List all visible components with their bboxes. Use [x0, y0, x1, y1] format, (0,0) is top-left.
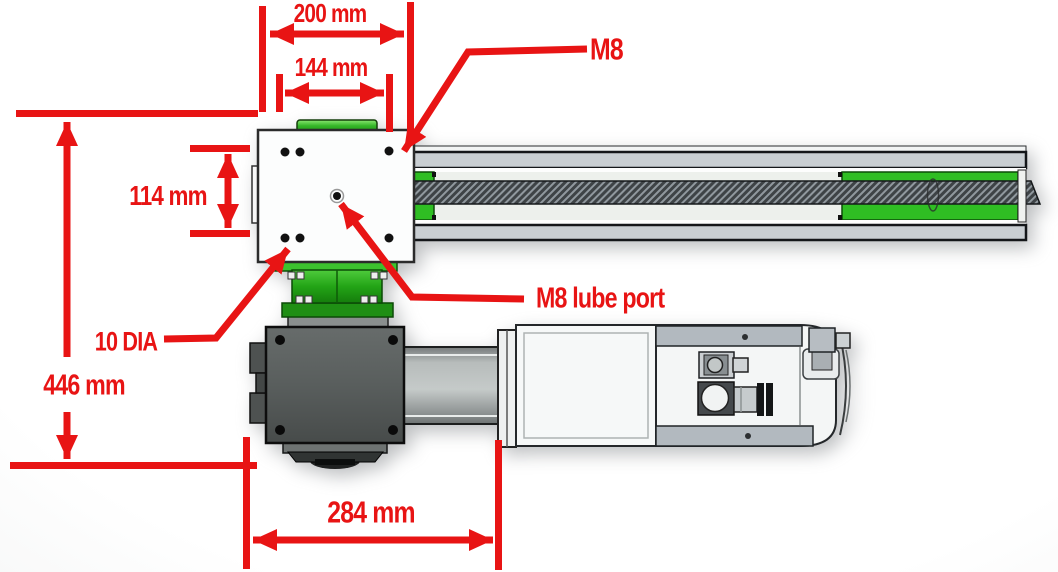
motor-body	[515, 324, 657, 447]
lube-port-hole	[333, 192, 341, 200]
guide-rail	[402, 145, 1042, 242]
gearbox-side-tab	[249, 342, 268, 374]
motor-end-cap	[839, 336, 847, 436]
shaft-housing	[402, 346, 500, 425]
upper-connector	[698, 351, 749, 379]
rear-connector-block	[802, 327, 851, 380]
m8-thread-label: M8	[590, 31, 624, 67]
gearbox-body	[264, 325, 406, 445]
carriage-plate	[251, 119, 416, 264]
lube-port-label: M8 lube port	[536, 282, 665, 315]
gearbox	[249, 314, 406, 469]
gearbox-bolt-hole	[388, 425, 398, 435]
gearbox-bolt-hole	[388, 335, 398, 345]
dim-200mm-label: 200 mm	[293, 0, 367, 28]
screw-detail	[742, 334, 748, 340]
lower-connector	[697, 381, 773, 416]
dim-114mm-label: 114 mm	[129, 180, 207, 211]
gearbox-bolt-hole	[275, 335, 285, 345]
belt-clamp-detail	[926, 178, 940, 212]
gearbox-bolt-hole	[275, 425, 285, 435]
motor-assembly	[402, 324, 851, 448]
screw-detail	[745, 433, 751, 439]
lube-port-ring	[329, 188, 345, 204]
dim-284mm-label: 284 mm	[327, 494, 415, 530]
green-flange	[274, 261, 398, 318]
dim-144mm-label: 144 mm	[294, 52, 368, 82]
gearbox-side-tab	[249, 392, 268, 424]
dim-446mm-label: 446 mm	[43, 369, 125, 402]
hole-diameter-label: 10 DIA	[94, 326, 158, 357]
